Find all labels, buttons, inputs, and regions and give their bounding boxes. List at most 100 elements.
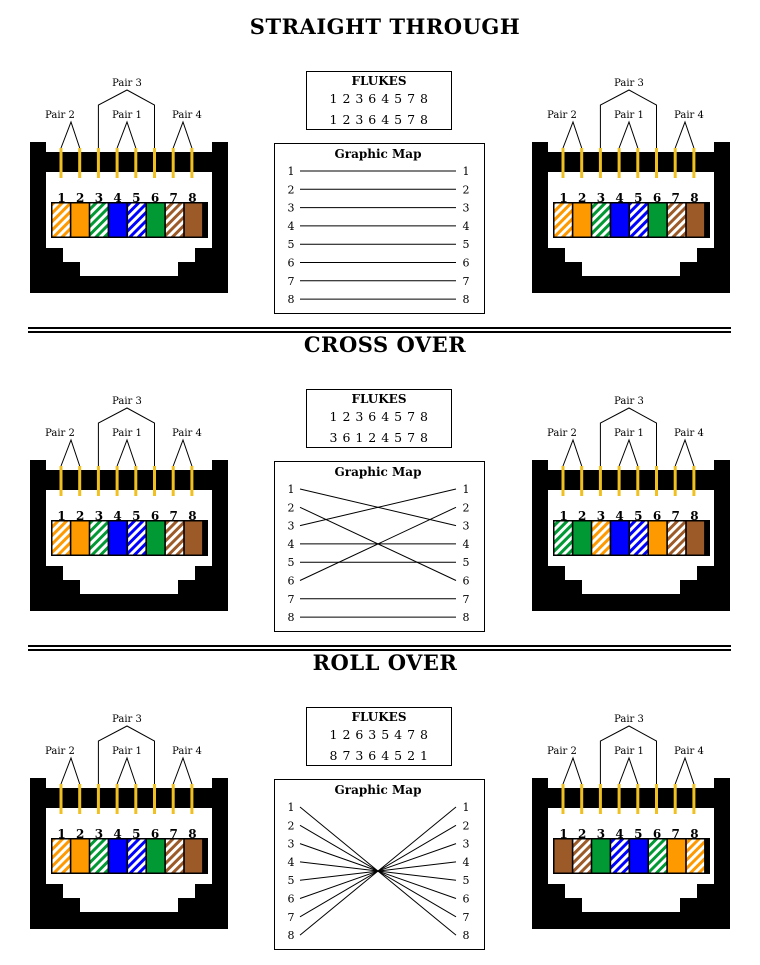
pin-number: 5 <box>634 191 642 205</box>
wire-orange <box>71 521 89 555</box>
pair-label: Pair 3 <box>614 714 644 725</box>
pair-lines <box>562 407 695 467</box>
pair-line <box>674 438 695 467</box>
wire-white-green <box>90 521 108 555</box>
pin-number: 8 <box>690 191 698 205</box>
pair-lines <box>60 89 193 149</box>
pair-line <box>562 438 583 467</box>
section-separator <box>28 327 731 329</box>
pin-number: 3 <box>597 509 605 523</box>
map-left-number: 6 <box>288 257 295 270</box>
pin-number: 5 <box>634 827 642 841</box>
wire-white-brown <box>165 203 184 237</box>
flukes-frame <box>306 707 452 766</box>
pin-number: 7 <box>170 509 178 523</box>
section-title: ROLL OVER <box>313 650 458 675</box>
pair-line <box>172 120 193 149</box>
map-right-number: 6 <box>463 893 470 906</box>
pin-number: 2 <box>578 509 586 523</box>
map-left-number: 2 <box>288 501 295 514</box>
wire-white-green <box>90 839 108 873</box>
map-left-number: 1 <box>288 801 295 814</box>
map-left-number: 5 <box>288 238 295 251</box>
contact-pin <box>153 466 156 496</box>
pair-label: Pair 1 <box>614 110 644 121</box>
map-left-number: 3 <box>288 520 295 533</box>
flukes-row-2: 3 6 1 2 4 5 7 8 <box>330 430 429 445</box>
wire-blue <box>611 521 629 555</box>
pair-line <box>618 438 639 467</box>
contact-pin <box>59 784 63 814</box>
pin-number: 3 <box>597 827 605 841</box>
wire-brown <box>184 521 203 555</box>
contact-pin <box>617 784 621 814</box>
pair-line <box>618 756 639 785</box>
pair-label: Pair 3 <box>614 78 644 89</box>
map-right-number: 6 <box>463 575 470 588</box>
flukes-row-2: 8 7 3 6 4 5 2 1 <box>330 748 429 763</box>
section-title: CROSS OVER <box>304 332 466 357</box>
flukes-box: FLUKES 1 2 6 3 5 4 7 8 8 7 3 6 4 5 2 1 <box>306 707 452 766</box>
contact-pin <box>673 466 677 496</box>
pin-number: 4 <box>113 191 121 205</box>
pin-number: 1 <box>559 191 567 205</box>
pair-line <box>60 438 81 467</box>
pair-lines <box>562 725 695 785</box>
pin-number: 6 <box>151 191 159 205</box>
map-right-number: 4 <box>463 220 470 233</box>
pin-number: 7 <box>672 191 680 205</box>
contact-pin <box>134 148 138 178</box>
pin-number: 7 <box>170 191 178 205</box>
flukes-row-1: 1 2 6 3 5 4 7 8 <box>330 727 429 742</box>
map-wire <box>299 806 457 936</box>
contact-pin <box>78 148 82 178</box>
map-left-number: 4 <box>288 538 295 551</box>
wire-brown <box>686 203 705 237</box>
contact-pin <box>655 148 658 178</box>
map-right-number: 7 <box>463 275 470 288</box>
map-right-number: 4 <box>463 856 470 869</box>
pin-number: 8 <box>188 191 196 205</box>
wire-blue <box>109 521 127 555</box>
map-left-number: 7 <box>288 275 295 288</box>
contact-pin <box>580 148 584 178</box>
contact-pin <box>561 784 565 814</box>
contact-pin <box>96 466 100 496</box>
pair-label: Pair 3 <box>112 714 142 725</box>
pair-label: Pair 1 <box>614 428 644 439</box>
pin-number: 8 <box>188 827 196 841</box>
contact-pin <box>59 148 63 178</box>
contact-pin <box>636 148 640 178</box>
graphic-map-label: Graphic Map <box>335 465 422 479</box>
wire-white-brown <box>165 839 184 873</box>
pair-line <box>562 756 583 785</box>
contact-pin <box>171 148 175 178</box>
flukes-label: FLUKES <box>351 710 406 724</box>
map-left-number: 8 <box>288 293 295 306</box>
pin-number: 8 <box>690 509 698 523</box>
flukes-row-1: 1 2 3 6 4 5 7 8 <box>330 409 429 424</box>
flukes-label: FLUKES <box>351 74 406 88</box>
map-left-number: 8 <box>288 611 295 624</box>
pair-label: Pair 1 <box>614 746 644 757</box>
contact-pin <box>134 466 138 496</box>
contact-pin <box>617 148 621 178</box>
map-right-number: 8 <box>463 293 470 306</box>
pair-label: Pair 2 <box>45 110 75 121</box>
contact-pin <box>96 148 100 178</box>
graphic-map-frame <box>274 779 485 950</box>
pin-number: 8 <box>188 509 196 523</box>
pin-number: 4 <box>615 509 623 523</box>
wire-green <box>592 839 610 873</box>
wire-blue <box>611 203 629 237</box>
map-right-number: 2 <box>463 183 470 196</box>
wire-white-orange <box>554 203 572 237</box>
contact-pin <box>598 466 602 496</box>
wire-white-blue <box>611 839 629 873</box>
contact-pin <box>134 784 138 814</box>
